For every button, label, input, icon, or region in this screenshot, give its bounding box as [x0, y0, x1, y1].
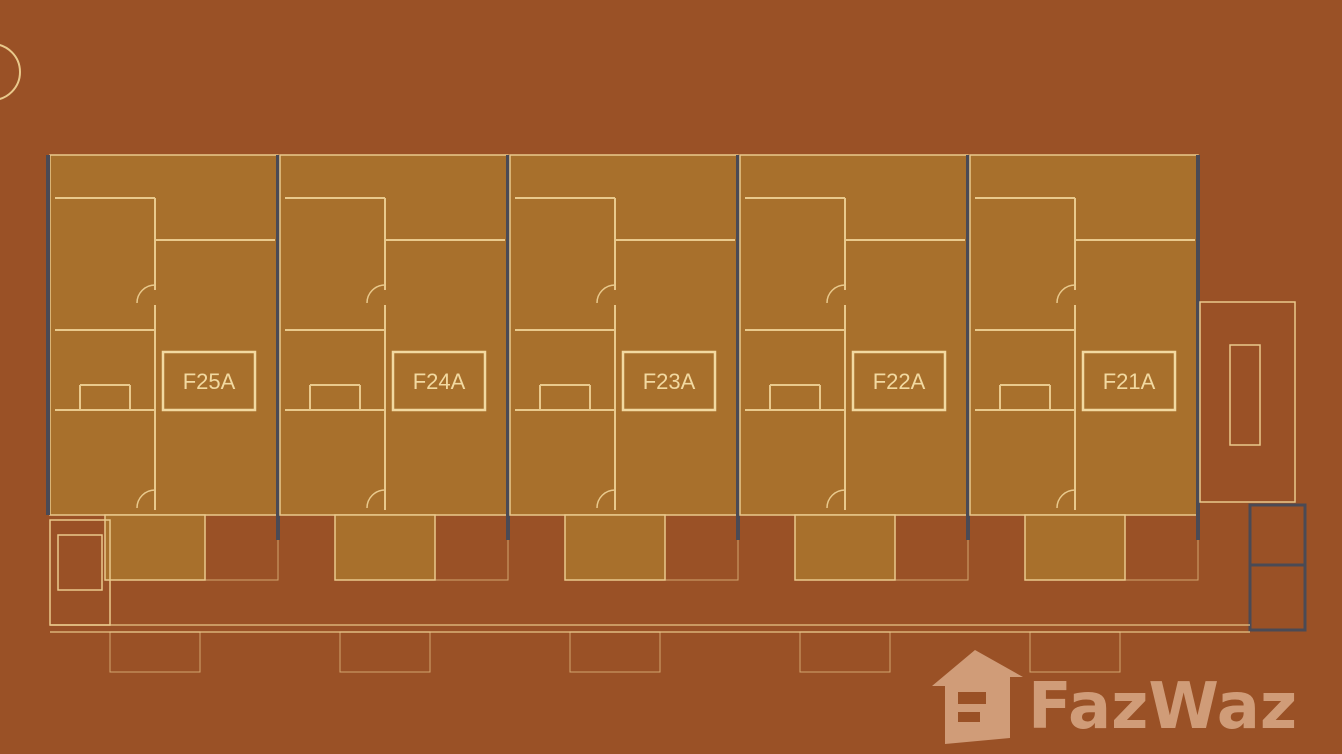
door-swing	[366, 489, 386, 509]
door-swing	[366, 284, 386, 304]
utility-area	[1024, 514, 1126, 581]
balcony	[894, 514, 969, 581]
door-swing	[826, 284, 846, 304]
unit-label-box	[391, 350, 487, 412]
unit-f25a[interactable]: F25A	[49, 154, 280, 673]
door-swing	[136, 284, 156, 304]
unit-label-box	[161, 350, 257, 412]
utility-area	[104, 514, 206, 581]
unit-label: F23A	[643, 369, 696, 394]
unit-label: F21A	[1103, 369, 1156, 394]
corridor	[50, 624, 1250, 633]
utility-area	[564, 514, 666, 581]
unit-f22a[interactable]: F22A	[739, 154, 970, 673]
entry-porch	[339, 631, 431, 673]
unit-label: F22A	[873, 369, 926, 394]
utility-area	[334, 514, 436, 581]
door-swing	[136, 489, 156, 509]
unit-label-box	[851, 350, 947, 412]
stair-right	[1199, 301, 1307, 632]
unit-label: F25A	[183, 369, 236, 394]
balcony	[434, 514, 509, 581]
unit-f23a[interactable]: F23A	[509, 154, 740, 673]
unit-label-box	[1081, 350, 1177, 412]
unit-area	[49, 154, 279, 516]
unit-area	[969, 154, 1199, 516]
balcony	[1124, 514, 1199, 581]
balcony	[664, 514, 739, 581]
unit-f24a[interactable]: F24A	[279, 154, 510, 673]
unit-area	[279, 154, 509, 516]
entry-porch	[109, 631, 201, 673]
door-swing	[1056, 489, 1076, 509]
unit-area	[509, 154, 739, 516]
entry-porch	[1029, 631, 1121, 673]
unit-area	[739, 154, 969, 516]
compass-icon	[0, 44, 21, 100]
fazwaz-watermark: FazWaz	[932, 650, 1297, 744]
door-swing	[826, 489, 846, 509]
stair-left	[49, 519, 111, 626]
entry-porch	[569, 631, 661, 673]
utility-area	[794, 514, 896, 581]
door-swing	[1056, 284, 1076, 304]
unit-label: F24A	[413, 369, 466, 394]
door-swing	[596, 284, 616, 304]
unit-label-box	[621, 350, 717, 412]
watermark-text: FazWaz	[1028, 670, 1297, 744]
door-swing	[596, 489, 616, 509]
entry-porch	[799, 631, 891, 673]
unit-f21a[interactable]: F21A	[969, 154, 1200, 673]
balcony	[204, 514, 279, 581]
